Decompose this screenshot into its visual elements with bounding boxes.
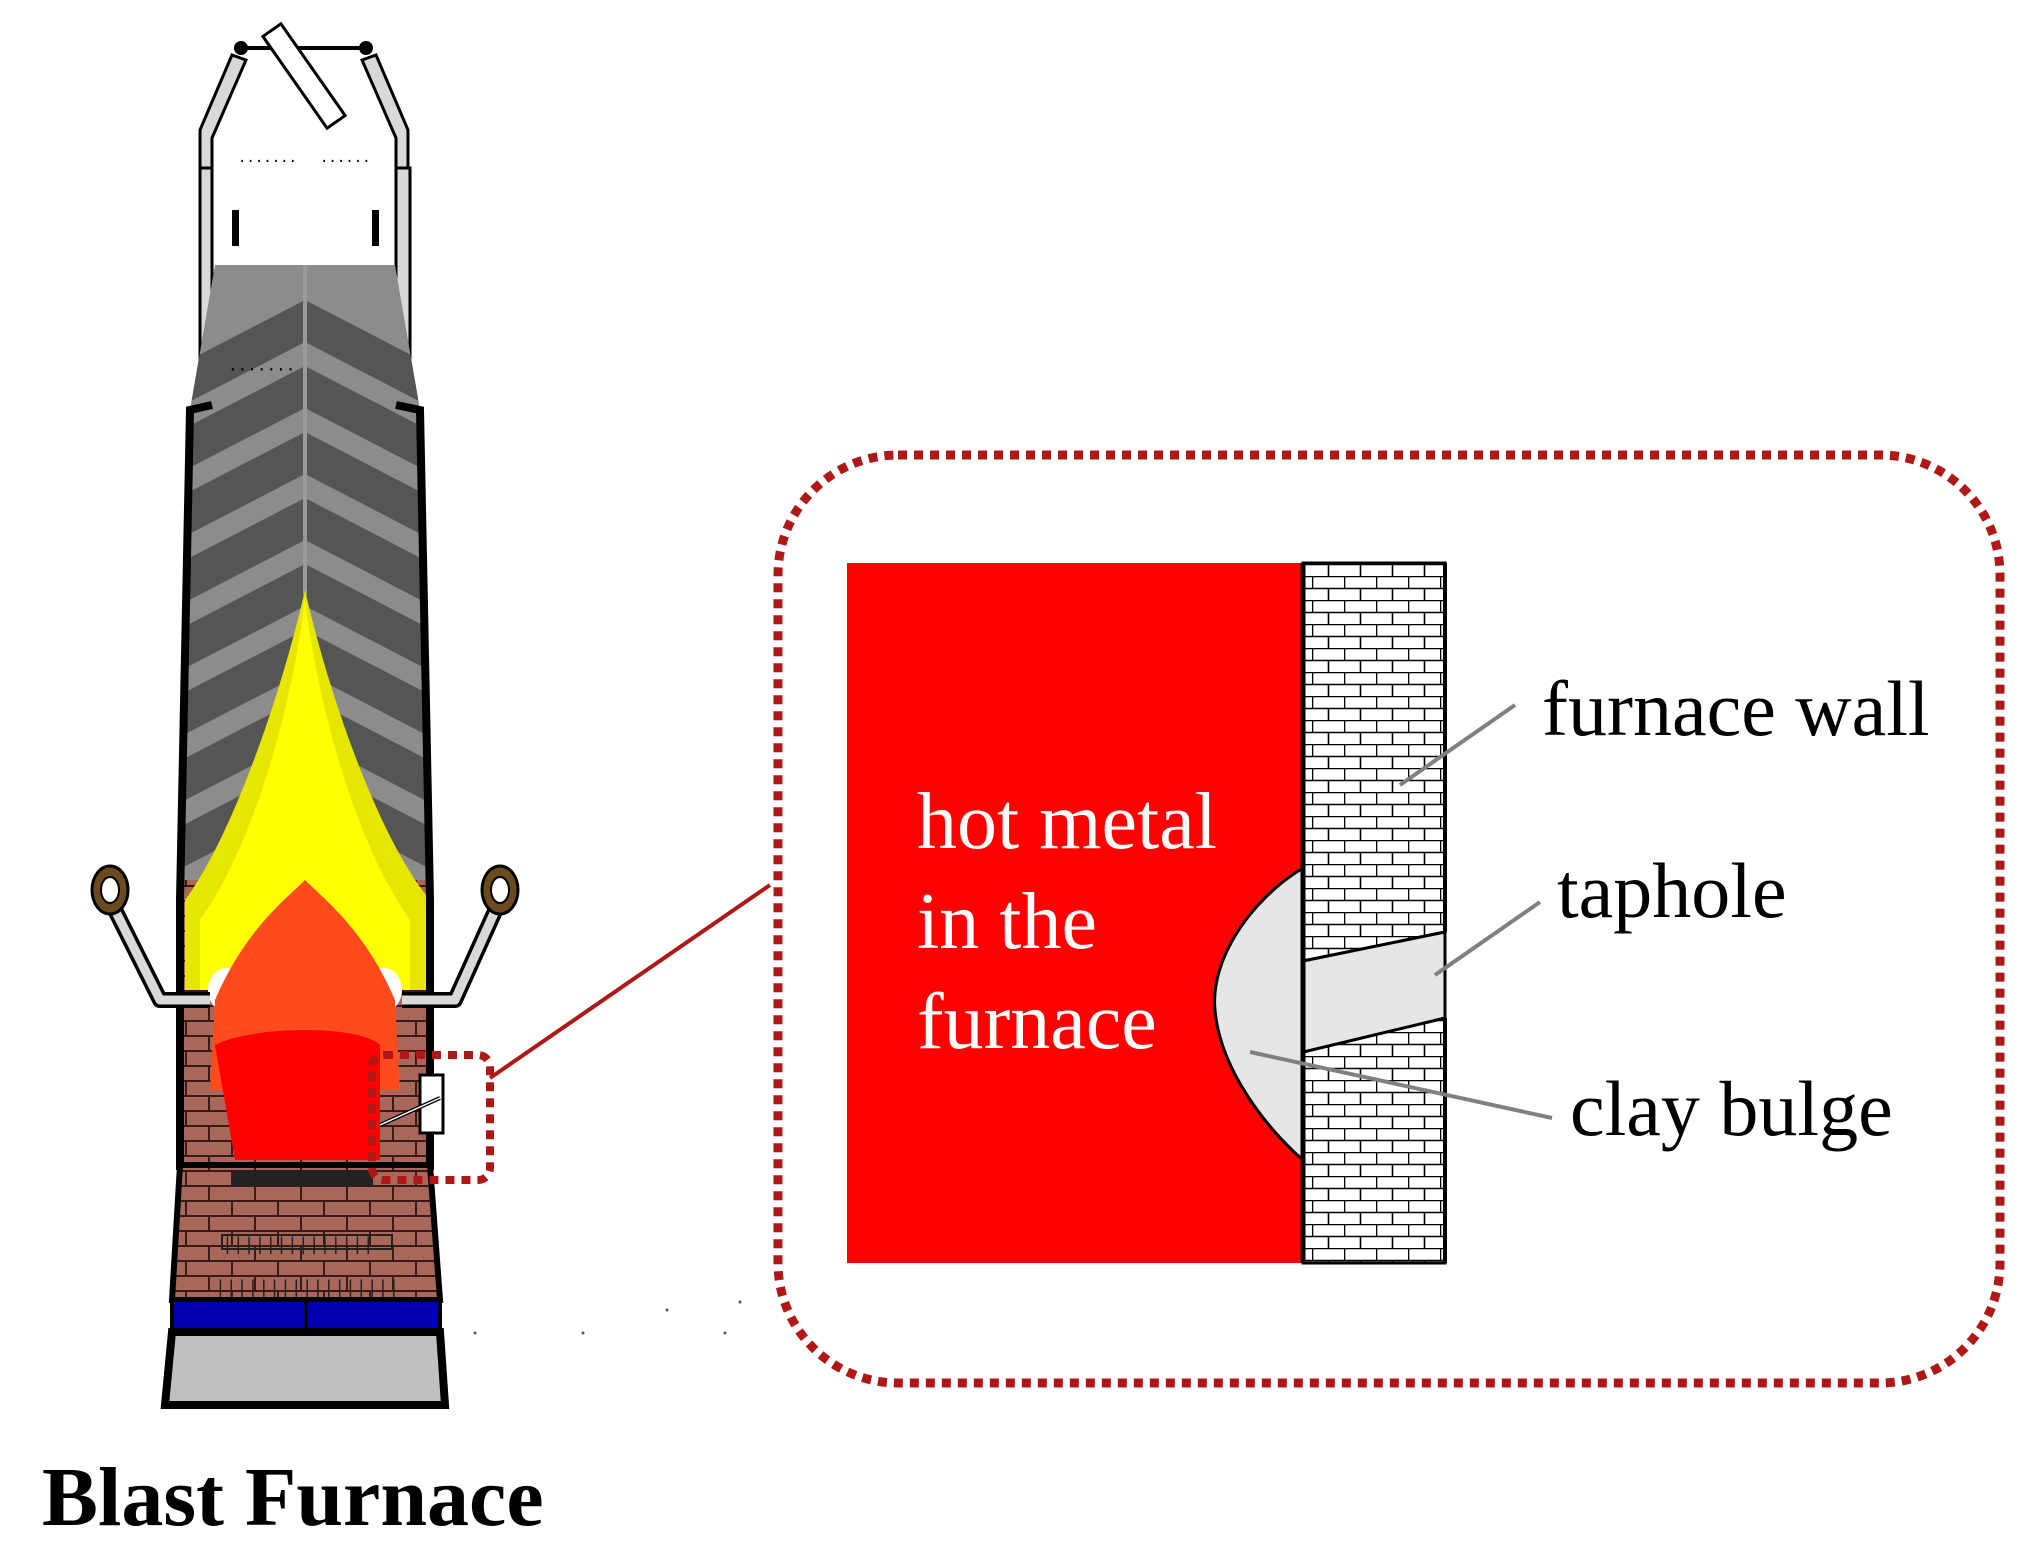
zoom-connector-line <box>488 883 772 1080</box>
stray-dots <box>473 1300 742 1335</box>
cohesive-zone <box>200 600 410 990</box>
svg-text:·······: ······· <box>238 154 297 170</box>
tuyere-right <box>402 864 520 1008</box>
charging-chute <box>260 21 348 131</box>
furnace-top: ······· ······ <box>198 21 412 407</box>
taphole-highlight-box <box>368 1051 494 1184</box>
furnace-wall-leader <box>1398 703 1517 787</box>
taphole-label: taphole <box>1557 847 1787 934</box>
hot-metal-label: hot metal in the furnace <box>917 778 1237 1066</box>
figure-title: Blast Furnace <box>42 1451 544 1544</box>
furnace-taphole <box>379 1073 445 1135</box>
burden-layers <box>180 265 430 1170</box>
svg-text:||||||||||||||: |||||||||||||| <box>222 1234 374 1255</box>
blast-furnace: ······· ······ ······· ||||||||||| <box>90 21 520 1409</box>
furnace-hearth: |||||||||||||| ||||||||||||||||| <box>160 1162 450 1409</box>
shaft-shell <box>176 401 434 1170</box>
hot-metal-line-1: hot metal <box>917 778 1217 866</box>
furnace-wall-label: furnace wall <box>1542 665 1930 752</box>
tuyere-left <box>90 864 210 1008</box>
svg-text:|||||||||||||||||: ||||||||||||||||| <box>215 1277 399 1298</box>
clay-bulge-leader <box>1249 1050 1553 1120</box>
clay-bulge-label: clay bulge <box>1570 1065 1893 1152</box>
taphole-leader <box>1433 900 1542 977</box>
taphole-detail-callout: hot metal in the furnace furnace wall ta… <box>773 450 2005 1388</box>
furnace-foundation <box>160 1328 450 1409</box>
hearth-hot-metal <box>215 1030 380 1160</box>
hot-metal-line-3: furnace <box>917 978 1157 1066</box>
svg-text:·······: ······· <box>228 360 295 379</box>
svg-text:······: ······ <box>320 154 371 170</box>
furnace-wall-bricks <box>1301 561 1447 963</box>
hot-metal-region <box>847 563 1303 1263</box>
furnace-wall-bricks-lower <box>1301 1016 1447 1265</box>
coke-center-column <box>303 265 307 595</box>
hot-metal-line-2: in the <box>917 878 1097 966</box>
